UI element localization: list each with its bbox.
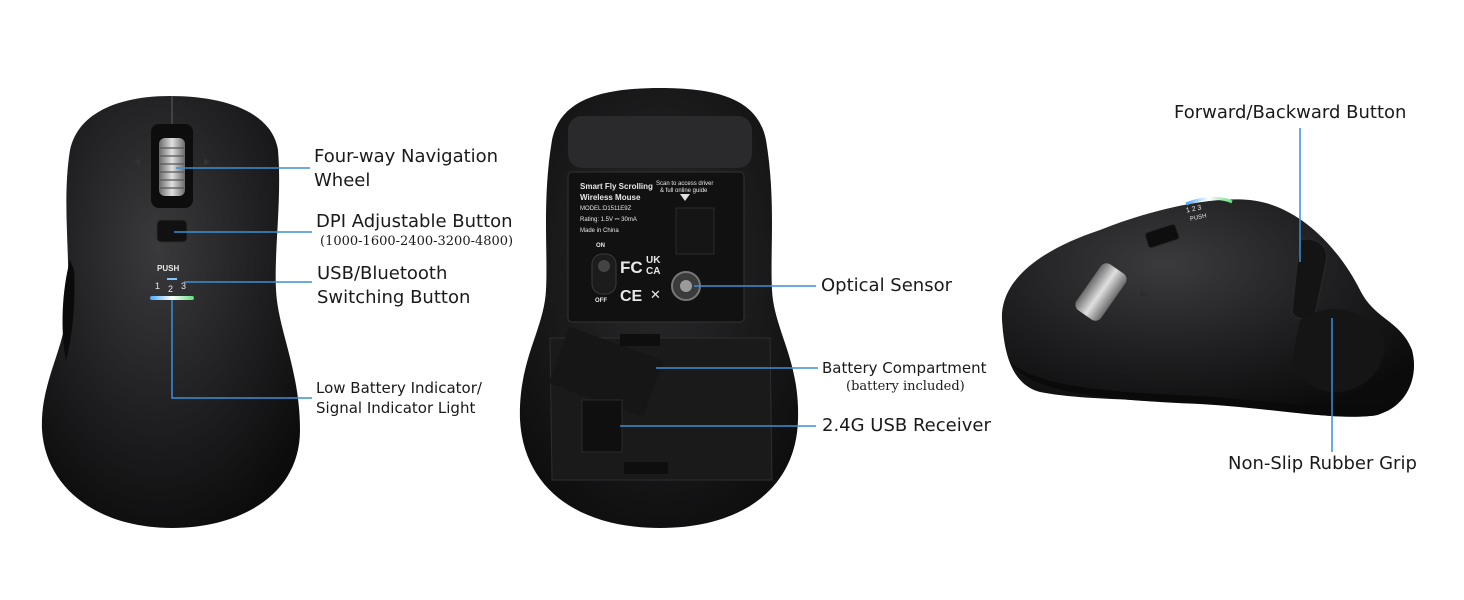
switch-off-label: OFF (595, 298, 607, 304)
ukca-mark-top: UK (646, 255, 661, 266)
rating-text: Rating: 1.5V ⎓ 30mA (580, 217, 637, 223)
channel-1-label: 1 (155, 281, 161, 291)
label-wheel-line2: Wheel (314, 170, 371, 191)
label-indicator-line1: Low Battery Indicator/ (316, 379, 482, 397)
label-indicator: Low Battery Indicator/ Signal Indicator … (316, 378, 482, 418)
down-arrow-icon (680, 194, 690, 201)
usb-receiver-slot (581, 399, 623, 453)
label-switch: USB/Bluetooth Switching Button (317, 262, 470, 310)
label-grip: Non-Slip Rubber Grip (1228, 453, 1417, 474)
channel-2-label: 2 (168, 284, 174, 294)
side-arrow-right-icon (1140, 290, 1148, 298)
callout-lines (171, 128, 1333, 452)
side-arrow-left-icon (1076, 282, 1084, 290)
arrow-left-icon (134, 158, 140, 166)
label-battery-included: (battery included) (846, 379, 965, 394)
side-mouse-base (1010, 362, 1395, 417)
push-label: PUSH (157, 264, 180, 273)
product-name-line1: Smart Fly Scrolling (580, 182, 653, 191)
dpi-button (156, 219, 188, 243)
bottom-view-mouse (519, 88, 799, 528)
label-dpi-values: (1000-1600-2400-3200-4800) (320, 234, 514, 249)
model-text: MODEL:D1511E9Z (580, 206, 632, 212)
side-grip-panel (1292, 309, 1385, 392)
scan-text-line2: & full online guide (660, 188, 708, 194)
label-receiver: 2.4G USB Receiver (822, 415, 991, 436)
label-battery-compartment: Battery Compartment (822, 359, 987, 377)
product-name-line2: Wireless Mouse (580, 193, 641, 202)
arrow-right-icon (204, 158, 210, 166)
side-led (1185, 196, 1233, 206)
label-wheel-line1: Four-way Navigation (314, 146, 499, 167)
label-switch-line1: USB/Bluetooth (317, 263, 448, 284)
label-fwd-back: Forward/Backward Button (1174, 102, 1407, 123)
label-dpi: DPI Adjustable Button (316, 211, 513, 232)
channel-3-label: 3 (181, 281, 187, 291)
weee-icon: ✕ (650, 287, 661, 302)
ce-mark: CE (620, 288, 643, 305)
fc-mark: FC (620, 258, 643, 277)
label-wheel: Four-way Navigation Wheel (314, 145, 498, 193)
label-indicator-line2: Signal Indicator Light (316, 399, 476, 417)
scan-text-line1: Scan to access driver (656, 181, 714, 187)
top-mouse-body (41, 96, 301, 528)
top-view-mouse (41, 96, 301, 528)
side-wheel (1075, 263, 1127, 321)
callout-indicator (171, 300, 312, 399)
qr-placeholder (675, 207, 715, 255)
ukca-mark-bottom: CA (646, 266, 661, 277)
four-way-wheel (159, 138, 185, 196)
top-mouse-side-rubber (62, 260, 75, 360)
side-dpi-button (1144, 223, 1180, 249)
label-switch-line2: Switching Button (317, 287, 471, 308)
label-sensor: Optical Sensor (821, 275, 953, 296)
switch-on-label: ON (596, 243, 605, 249)
side-view-mouse (1001, 196, 1415, 417)
top-glide-pad (568, 116, 752, 168)
made-in-text: Made in China (580, 228, 619, 234)
power-switch (591, 253, 617, 295)
channel-led (167, 278, 177, 280)
indicator-light (150, 296, 194, 300)
